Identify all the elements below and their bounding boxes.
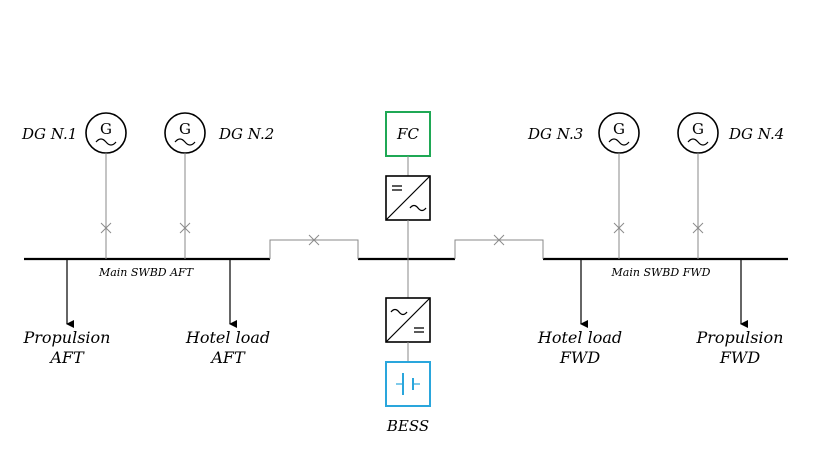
dc-ac-converter [385, 175, 431, 221]
bess-box [385, 361, 431, 407]
load-label-propulsion-fwd-line2: FWD [719, 348, 761, 367]
generator-symbol: G [179, 120, 191, 138]
switchboard-label-fwd: Main SWBD FWD [611, 266, 711, 279]
load-label-hotel-fwd-line1: Hotel load [537, 328, 622, 347]
breaker-bus-tie-fwd [493, 234, 505, 246]
sine-icon [174, 138, 196, 146]
bus-tie-center-fwd [454, 239, 544, 259]
bus-tie-aft-center [269, 239, 359, 259]
switchboard-label-aft: Main SWBD AFT [98, 266, 195, 279]
generator-label-dg2: DG N.2 [218, 125, 274, 143]
generator-symbol: G [100, 120, 112, 138]
fuel-cell-label: FC [396, 125, 419, 143]
sine-icon [95, 138, 117, 146]
generator-symbol: G [613, 120, 625, 138]
bess-label: BESS [386, 417, 429, 435]
generator-symbol: G [692, 120, 704, 138]
battery-icon [396, 373, 420, 395]
sine-icon [687, 138, 709, 146]
generator-label-dg3: DG N.3 [527, 125, 583, 143]
generator-dg3: G [598, 112, 640, 259]
load-label-propulsion-fwd-line1: Propulsion [696, 328, 784, 347]
sine-icon [608, 138, 630, 146]
generator-dg2: G [164, 112, 206, 259]
breaker-bus-tie-aft [308, 234, 320, 246]
fuel-cell-box [385, 111, 431, 157]
generator-label-dg4: DG N.4 [728, 125, 784, 143]
load-label-propulsion-aft-line2: AFT [48, 348, 85, 367]
generator-dg4: G [677, 112, 719, 259]
load-label-propulsion-aft-line1: Propulsion [23, 328, 111, 347]
ac-dc-converter [385, 297, 431, 343]
generator-label-dg1: DG N.1 [21, 125, 77, 143]
generator-dg1: G [85, 112, 127, 259]
load-label-hotel-aft-line1: Hotel load [185, 328, 270, 347]
load-label-hotel-fwd-line2: FWD [559, 348, 601, 367]
load-label-hotel-aft-line2: AFT [209, 348, 246, 367]
